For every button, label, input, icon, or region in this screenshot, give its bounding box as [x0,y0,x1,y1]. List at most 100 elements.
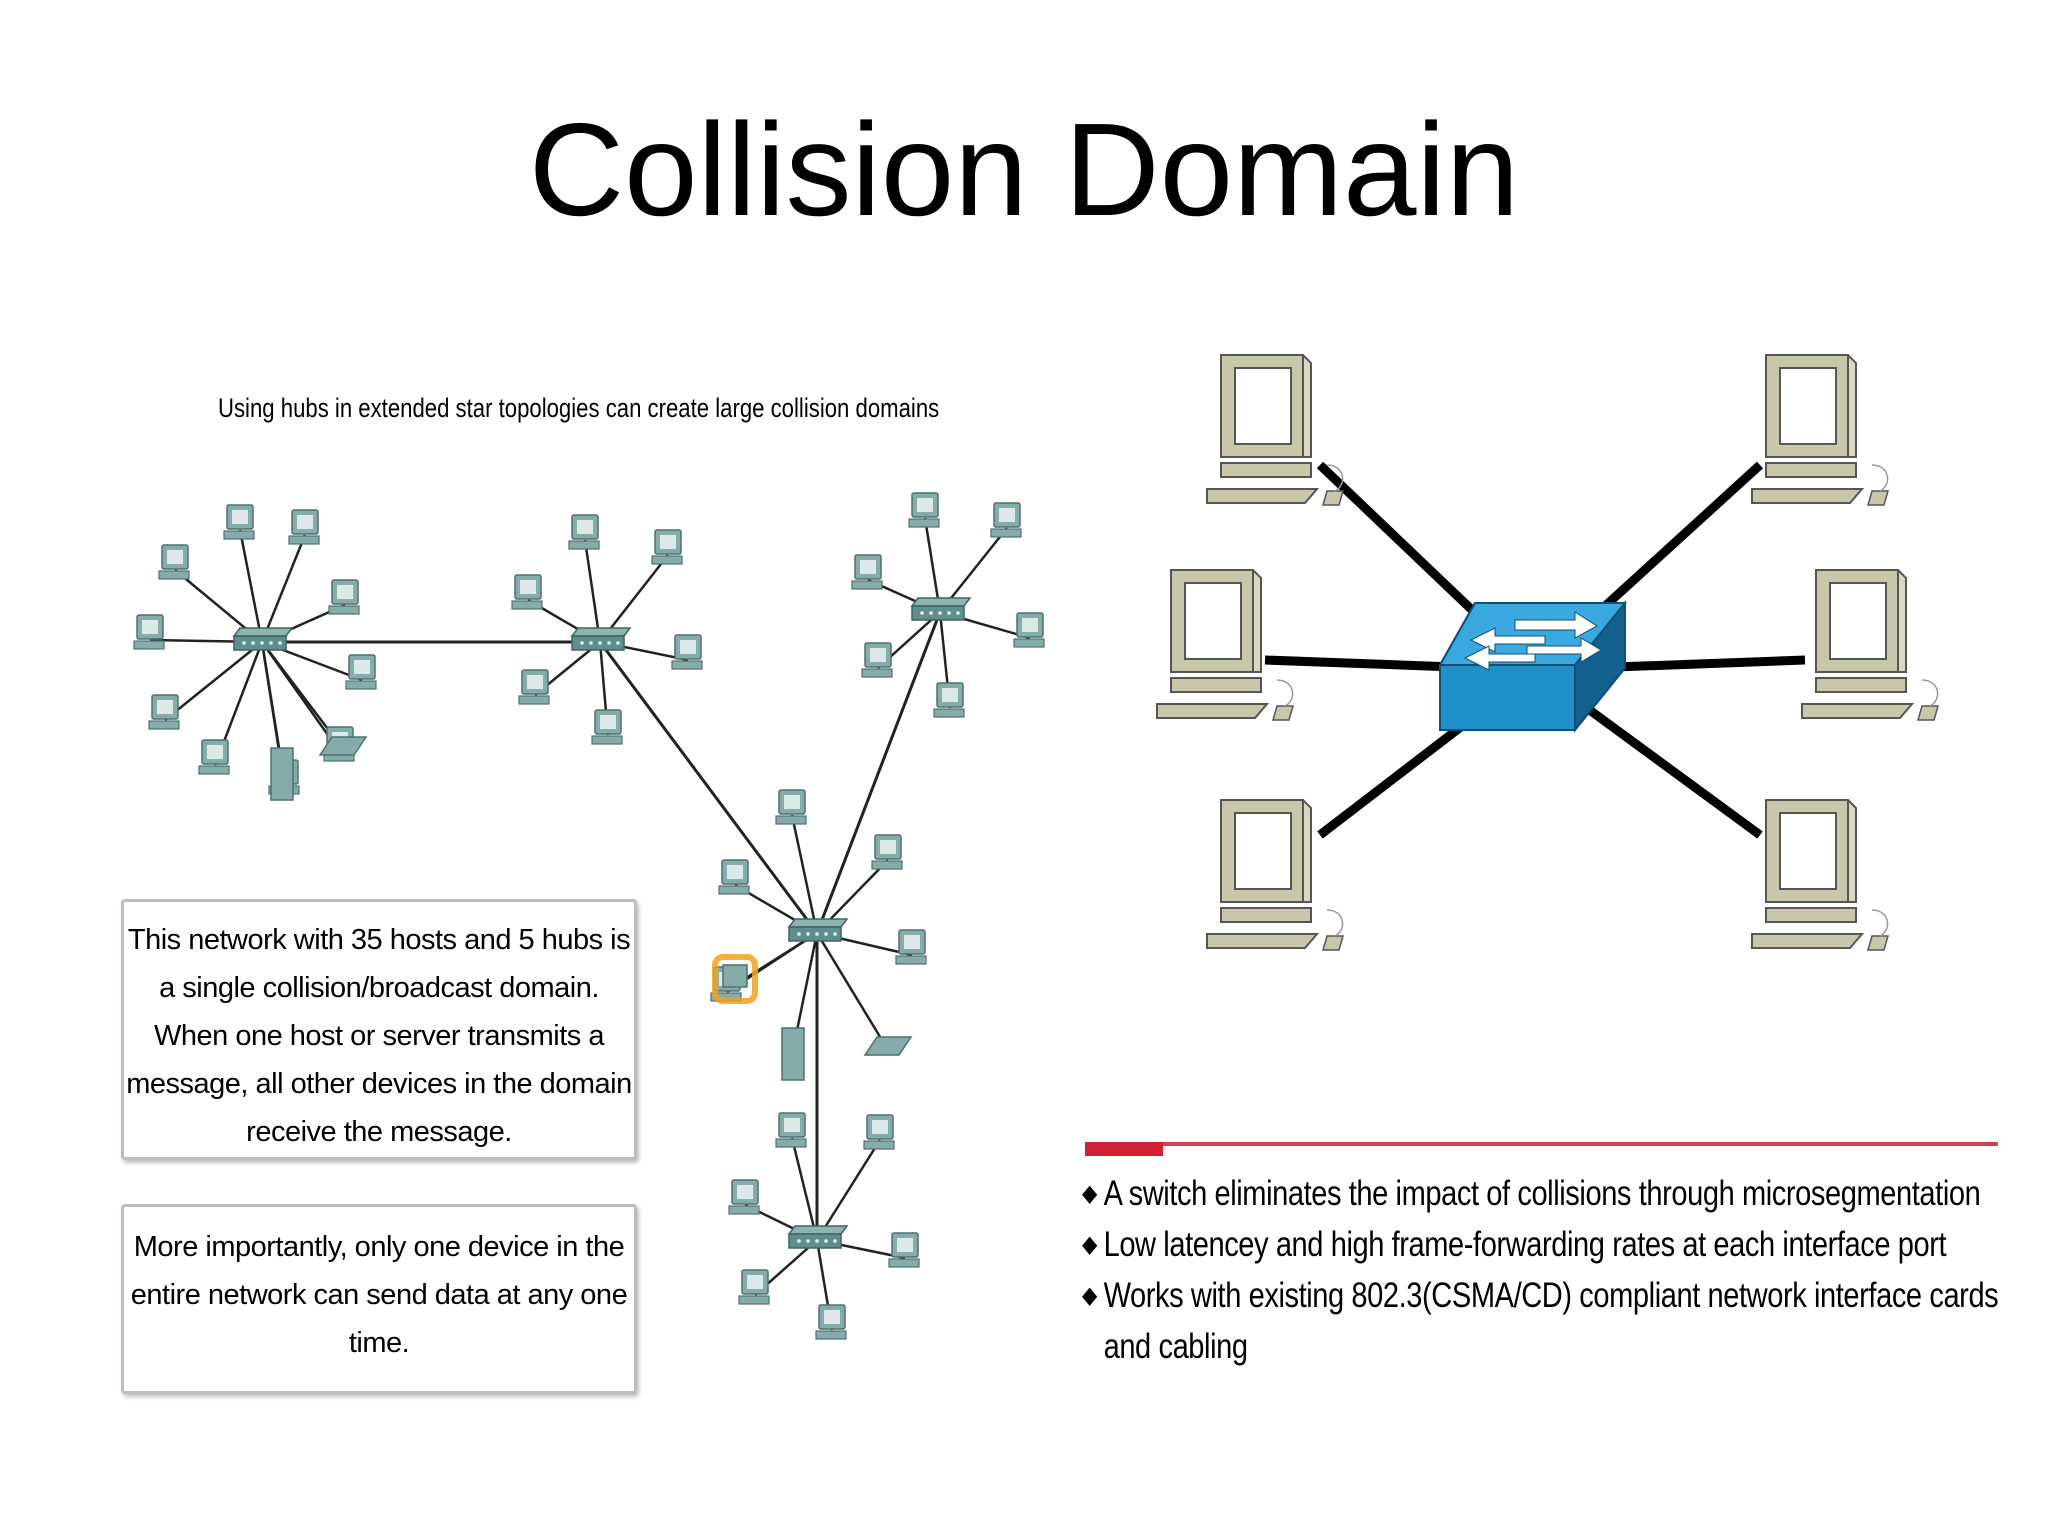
computer-icon [1206,354,1344,506]
switch-arrow-right-2 [1526,637,1602,663]
host-screen [784,1118,800,1132]
host-base [651,555,683,565]
host-base [133,640,165,650]
server-body [781,1027,805,1081]
server-icon [781,1027,805,1081]
computer-base [1170,677,1262,693]
hub-front [233,635,287,651]
hub-port [815,932,819,936]
host-screen [577,520,593,534]
workstation-icon [671,634,703,670]
hub-port [938,611,942,615]
workstation-icon [345,654,377,690]
computer-base [1765,462,1857,478]
computer-screen [1779,367,1837,445]
host-link [790,814,819,934]
computer-mouse [1867,490,1889,506]
diamond-bullet-icon: ◆ [1082,1282,1097,1309]
hub-port [929,611,933,615]
bullet-item: ◆Works with existing 802.3(CSMA/CD) comp… [1082,1270,2000,1372]
diamond-bullet-icon: ◆ [1082,1180,1097,1207]
workstation-icon [718,859,750,895]
computer-screen [1184,582,1242,660]
computer-keyboard [1801,703,1915,719]
host-base [775,1138,807,1148]
workstation-icon [198,739,230,775]
host-link [583,539,602,643]
host-base [871,860,903,870]
host-screen [860,560,876,574]
host-base [328,605,360,615]
host-screen [942,688,958,702]
workstation-icon [728,1179,760,1215]
workstation-icon [863,1114,895,1150]
laptop-icon [863,1036,913,1056]
hub-icon [787,1225,849,1249]
workstation-icon [518,669,550,705]
host-base [990,528,1022,538]
host-screen [897,1238,913,1252]
hub-port [806,932,810,936]
computer-icon [1156,569,1294,721]
hub-port [797,1239,801,1243]
backbone-link [598,641,819,934]
hub-icon [787,918,849,942]
backbone-link [815,611,942,934]
host-base [738,1295,770,1305]
host-base [671,660,703,670]
host-screen [824,1310,840,1324]
workstation-icon [990,502,1022,538]
computer-icon [1206,799,1344,951]
host-link [815,932,887,1046]
hub-port [251,641,255,645]
host-base [568,540,600,550]
highlight-glow [712,954,758,1004]
computer-base [1765,907,1857,923]
hub-port [815,1239,819,1243]
hub-front [571,635,625,651]
workstation-icon [158,544,190,580]
hub-port [956,611,960,615]
computer-base [1815,677,1907,693]
computer-screen [1779,812,1837,890]
host-base [775,815,807,825]
hub-port [833,1239,837,1243]
host-base [158,570,190,580]
diamond-bullet-icon: ◆ [1082,1231,1097,1258]
host-base [908,518,940,528]
mouse-cable [1921,679,1939,707]
mouse-cable [1326,909,1344,937]
note-text-single-sender: More importantly, only one device in the… [130,1231,628,1359]
computer-mouse [1322,490,1344,506]
workstation-icon [933,682,965,718]
workstation-icon [591,709,623,745]
laptop-body [318,736,368,756]
workstation-icon [288,509,320,545]
computer-mouse [1917,705,1939,721]
computer-icon [1751,799,1889,951]
bullet-text: Low latencey and high frame-forwarding r… [1103,1225,1947,1264]
hub-port [824,1239,828,1243]
hub-port [607,641,611,645]
mouse-cable [1871,464,1889,492]
hub-port [278,641,282,645]
workstation-icon [775,789,807,825]
workstation-icon [223,504,255,540]
host-link [238,529,264,643]
hub-front [788,926,842,942]
workstation-icon [738,1269,770,1305]
switch-side [1574,600,1626,733]
bullet-text: A switch eliminates the impact of collis… [1103,1174,1981,1213]
mouse-cable [1871,909,1889,937]
workstation-icon [328,579,360,615]
host-link [923,517,942,613]
bullet-list: ◆A switch eliminates the impact of colli… [1082,1168,1999,1372]
bullet-text: Works with existing 802.3(CSMA/CD) compl… [1103,1276,1999,1366]
mouse-cable [1276,679,1294,707]
workstation-icon [568,514,600,550]
host-screen [337,585,353,599]
hub-port [616,641,620,645]
host-screen [142,620,158,634]
laptop-icon [318,736,368,756]
computer-icon [1801,569,1939,721]
